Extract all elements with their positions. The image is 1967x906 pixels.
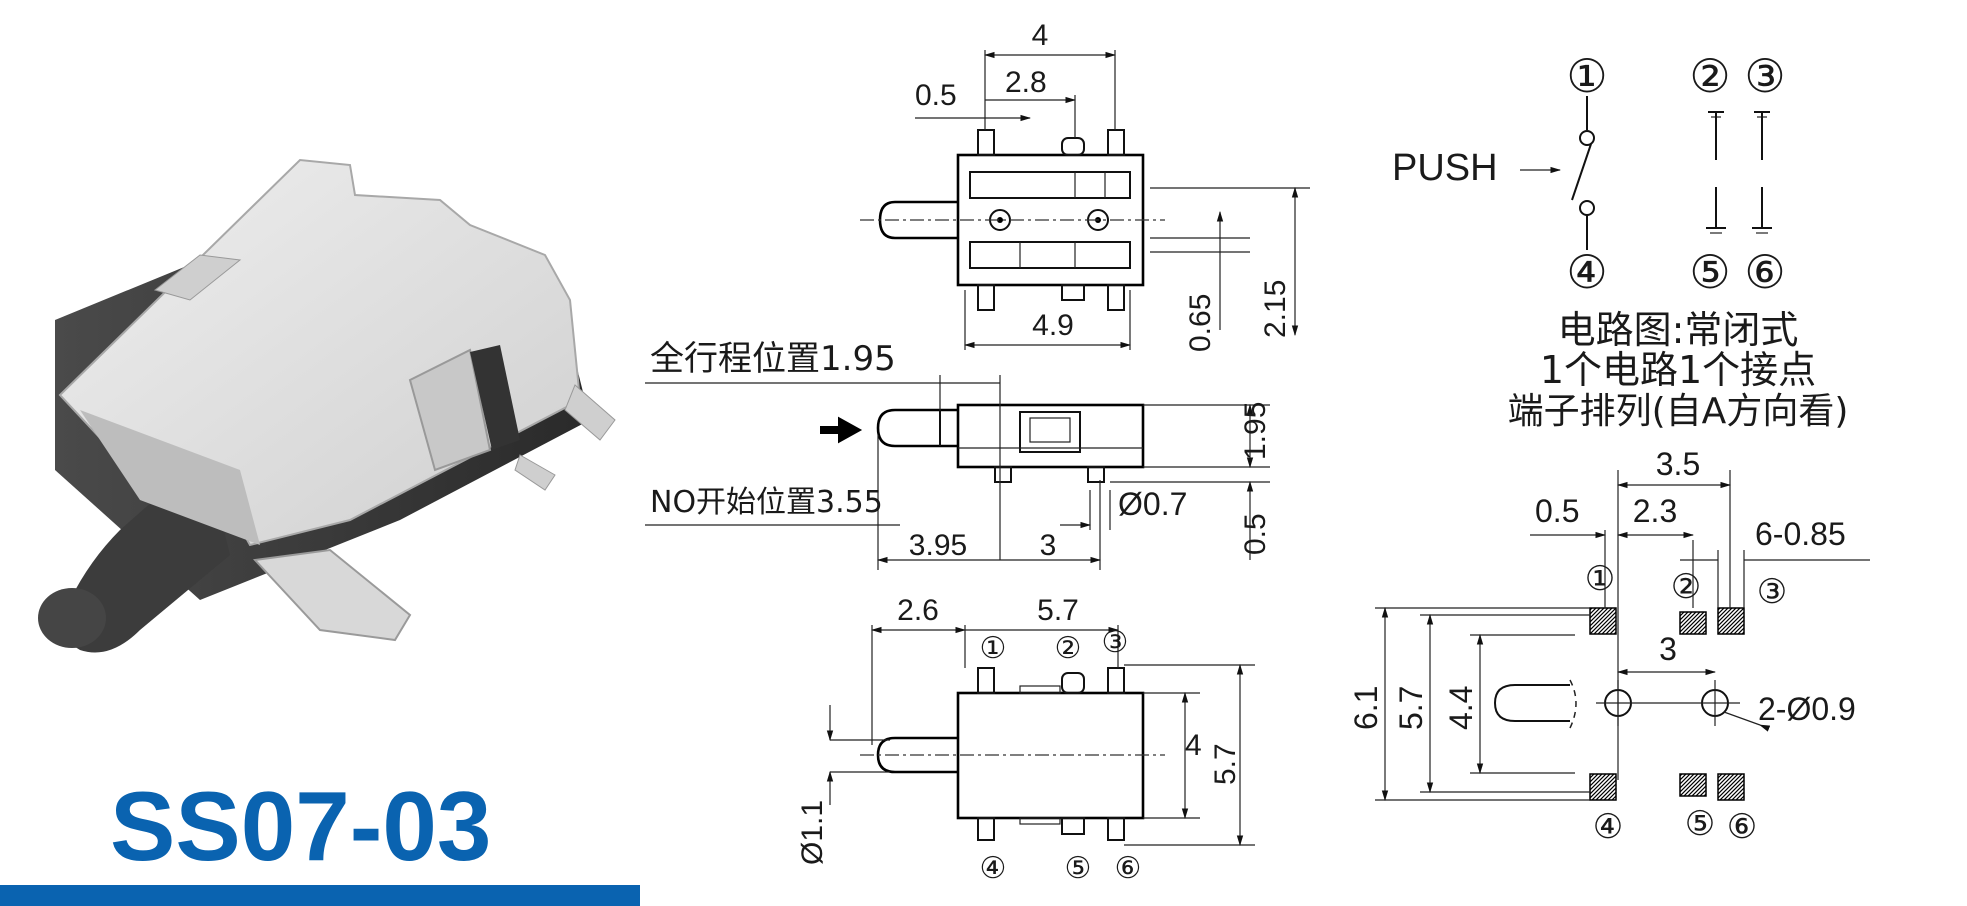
bottom-dim-body-height: 4: [1185, 729, 1202, 762]
side-dim-terminal-height: 0.5: [1239, 513, 1272, 555]
pcb-dim-offset: 0.5: [1535, 493, 1579, 529]
bottom-dim-plunger: 2.6: [897, 594, 939, 627]
full-travel-label: 全行程位置1.95: [650, 339, 896, 379]
top-dim-height: 2.15: [1259, 280, 1292, 338]
bottom-pin-2: ②: [1055, 631, 1082, 666]
pcb-layout-drawing: [1375, 470, 1870, 802]
bottom-pin-4: ④: [980, 851, 1007, 886]
top-dim-offset: 0.5: [915, 79, 957, 112]
circuit-pin-4: ④: [1566, 245, 1607, 299]
top-dim-width: 4: [1032, 19, 1049, 52]
top-dim-pitch: 2.8: [1005, 66, 1047, 99]
pcb-pin-3: ③: [1757, 572, 1787, 612]
pcb-dim-overall: 6.1: [1348, 686, 1384, 730]
pcb-dim-hole-dia: 2-Ø0.9: [1758, 691, 1856, 727]
pcb-dim-pin-span: 3.5: [1656, 446, 1700, 482]
pcb-dim-pad-width: 6-0.85: [1755, 516, 1846, 552]
side-dim-plunger: 3.95: [909, 529, 967, 562]
side-dim-height: 1.95: [1239, 402, 1272, 460]
no-start-label: NO开始位置3.55: [650, 485, 883, 520]
pcb-pin-2: ②: [1671, 567, 1701, 607]
circuit-pin-5: ⑤: [1689, 245, 1730, 299]
bottom-pin-6: ⑥: [1115, 851, 1142, 886]
circuit-caption-3: 端子排列(自A方向看): [1508, 391, 1849, 432]
pcb-dim-hole-pitch: 3: [1659, 631, 1677, 667]
pcb-dim-body: 4.4: [1443, 686, 1479, 730]
circuit-caption-1: 电路图:常闭式: [1558, 308, 1799, 352]
circuit-pin-6: ⑥: [1744, 245, 1785, 299]
pcb-pin-6: ⑥: [1727, 807, 1757, 847]
pcb-pin-5: ⑤: [1685, 804, 1715, 844]
bottom-view-drawing: [826, 625, 1255, 847]
bottom-pin-3: ③: [1102, 625, 1129, 660]
side-view-drawing: [645, 375, 1270, 570]
pcb-dim-pad-span: 5.7: [1393, 686, 1429, 730]
pcb-pin-1: ①: [1585, 559, 1615, 599]
top-view-drawing: [860, 50, 1310, 350]
top-dim-hole-offset: 0.65: [1184, 294, 1217, 352]
side-dim-terminal-pitch: 3: [1040, 529, 1057, 562]
bottom-dim-plunger-dia: Ø1.1: [796, 800, 829, 865]
bottom-pin-5: ⑤: [1065, 851, 1092, 886]
circuit-pin-3: ③: [1744, 49, 1785, 103]
pcb-dim-pitch: 2.3: [1633, 493, 1677, 529]
circuit-pin-1: ①: [1566, 49, 1607, 103]
bottom-dim-overall-height: 5.7: [1209, 743, 1242, 785]
bottom-dim-terminal-span: 5.7: [1037, 594, 1079, 627]
title-underline: [0, 885, 640, 906]
circuit-diagram: [1520, 96, 1772, 250]
bottom-pin-1: ①: [980, 631, 1007, 666]
pcb-pin-4: ④: [1593, 807, 1623, 847]
side-dim-terminal-dia: Ø0.7: [1118, 486, 1187, 522]
circuit-pin-2: ②: [1689, 49, 1730, 103]
top-dim-length: 4.9: [1032, 309, 1074, 342]
product-photo: [38, 158, 616, 653]
push-label: PUSH: [1392, 147, 1498, 189]
circuit-caption-2: 1个电路1个接点: [1540, 348, 1816, 392]
model-title: SS07-03: [110, 771, 491, 881]
